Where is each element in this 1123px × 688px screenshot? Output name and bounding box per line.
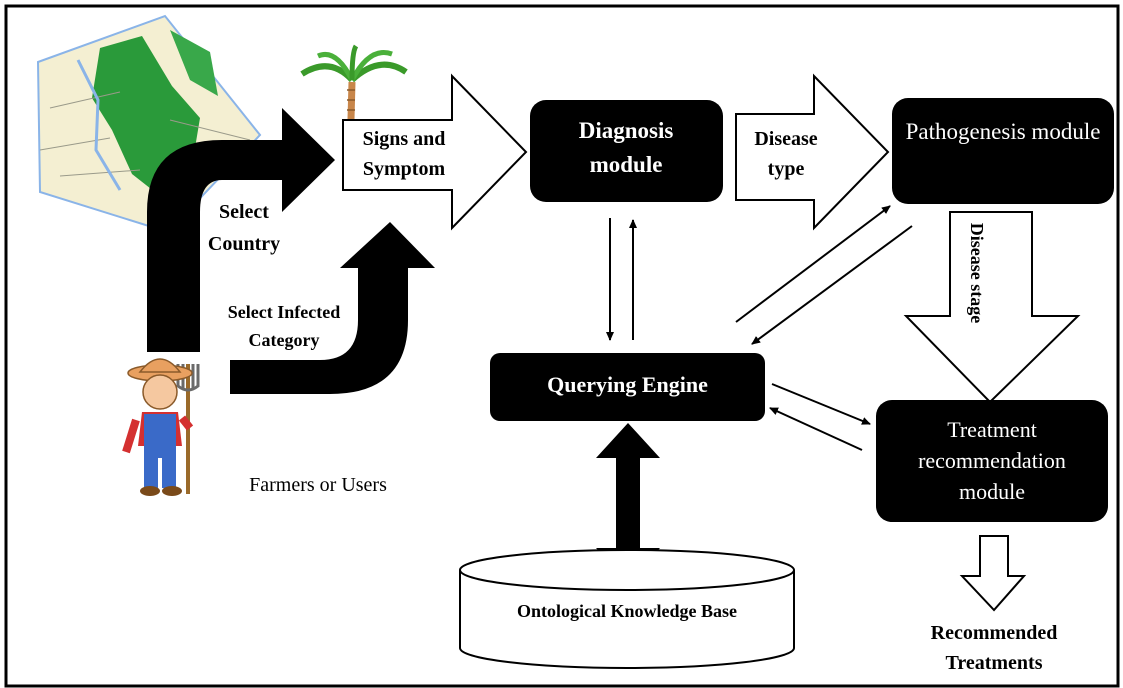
disease-stage-arrow [903, 211, 1081, 404]
knowledge-base-label: Ontological Knowledge Base [517, 601, 737, 621]
query-to-treatment-arrow [771, 383, 871, 425]
treatment-module-box [876, 400, 1108, 522]
diagnosis-module-label: Diagnosis module [578, 118, 674, 177]
pathogenesis-module-box [892, 98, 1114, 204]
page-frame [4, 4, 1120, 688]
querying-engine-box [490, 353, 765, 421]
signs-symptom-label: Signs and Symptom [362, 128, 446, 180]
farmers-users-label: Farmers or Users [249, 474, 387, 496]
select-category-label: Select Infected Category [227, 302, 341, 350]
diagnosis-module-box [530, 100, 723, 202]
disease-type-arrow [735, 73, 890, 231]
disease-stage-label: Disease stage [967, 222, 987, 324]
knowledge-base-cylinder [459, 549, 795, 669]
select-category-arrow [230, 222, 435, 394]
recommended-treatments-label: Recommended Treatments [930, 622, 1058, 674]
disease-type-label: Disease type [754, 128, 818, 180]
pathogenesis-module-label: Pathogenesis module [905, 119, 1101, 144]
query-to-pathogenesis-arrow [735, 205, 891, 323]
pathogenesis-to-query-arrow [751, 225, 913, 345]
treatment-to-query-arrow [769, 407, 863, 451]
recommended-treatments-arrow [959, 535, 1027, 612]
treatment-module-label: Treatment recommendation module [918, 417, 1066, 504]
select-country-arrow [147, 108, 335, 352]
farmer-icon [122, 358, 200, 496]
select-country-label: Select Country [207, 201, 281, 255]
signs-symptom-arrow [342, 73, 528, 231]
querying-engine-label: Querying Engine [547, 372, 708, 397]
query-kb-double-arrow [596, 423, 660, 582]
